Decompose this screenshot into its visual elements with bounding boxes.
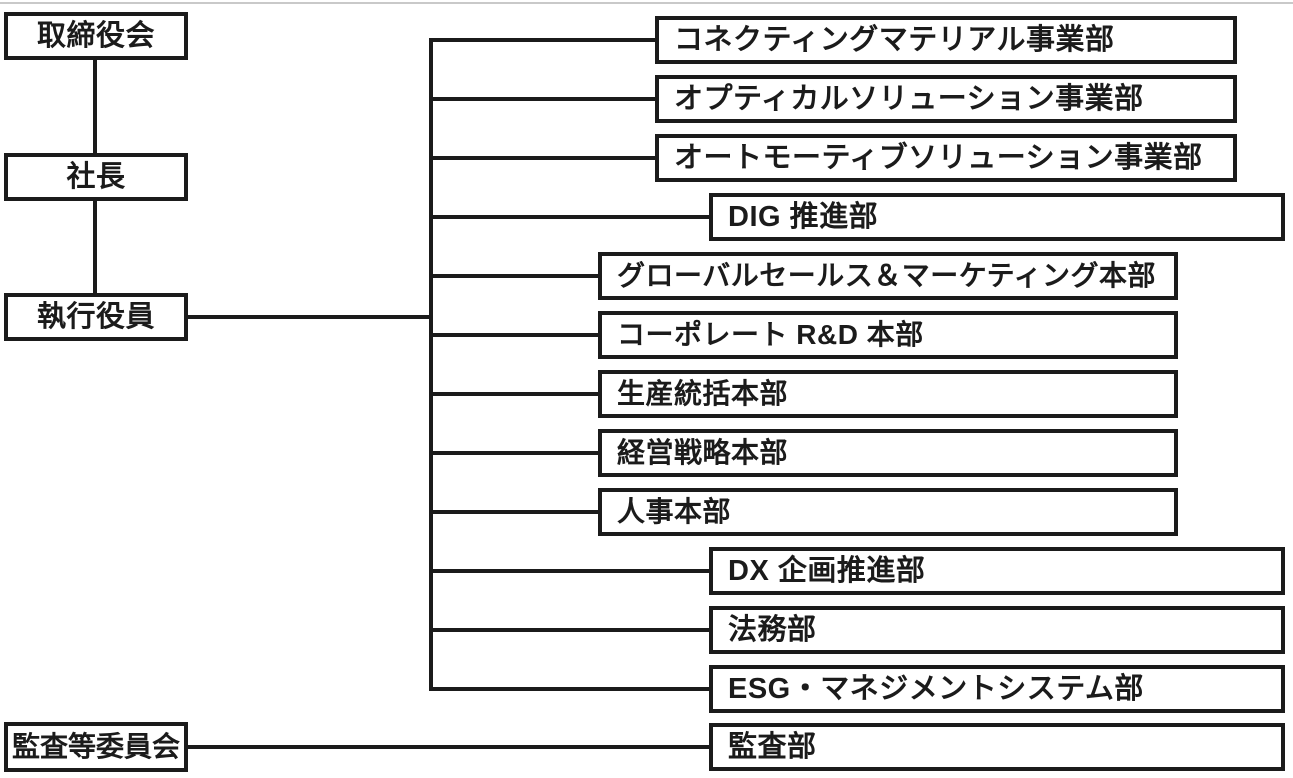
org-box-audit-department: 監査部 — [709, 723, 1285, 771]
org-box-label: コネクティングマテリアル事業部 — [674, 23, 1115, 56]
connector-branch — [429, 156, 659, 160]
org-box-department: DIG 推進部 — [709, 193, 1285, 241]
org-box-label: 監査部 — [728, 730, 817, 763]
org-box-label: DX 企画推進部 — [728, 554, 926, 587]
org-box-label: 取締役会 — [36, 19, 155, 52]
org-box-label: 法務部 — [728, 613, 817, 646]
connector-exec-trunk — [184, 315, 433, 319]
org-box-label: 人事本部 — [617, 496, 732, 527]
top-divider — [0, 2, 1293, 4]
org-box-label: コーポレート R&D 本部 — [617, 319, 924, 350]
org-box-department: DX 企画推進部 — [709, 547, 1285, 595]
org-box-department: オートモーティブソリューション事業部 — [655, 134, 1237, 182]
org-box-label: 執行役員 — [36, 300, 155, 333]
org-box-department: 法務部 — [709, 606, 1285, 654]
connector-branch — [429, 628, 713, 632]
connector-branch — [429, 333, 602, 337]
connector-branch — [429, 569, 713, 573]
org-box-label: オートモーティブソリューション事業部 — [674, 141, 1203, 174]
connector-board-president — [93, 58, 97, 155]
org-box-department: 経営戦略本部 — [598, 429, 1178, 477]
org-box-president: 社長 — [4, 153, 188, 201]
connector-branch — [429, 392, 602, 396]
connector-branch — [429, 97, 659, 101]
org-box-department: 生産統括本部 — [598, 370, 1178, 418]
connector-branch — [429, 451, 602, 455]
connector-trunk — [429, 38, 433, 691]
connector-branch — [429, 274, 602, 278]
org-box-department: グローバルセールス＆マーケティング本部 — [598, 252, 1178, 300]
org-box-department: コネクティングマテリアル事業部 — [655, 16, 1237, 64]
org-box-label: ESG・マネジメントシステム部 — [728, 672, 1144, 705]
org-box-board-of-directors: 取締役会 — [4, 12, 188, 60]
org-box-department: 人事本部 — [598, 488, 1178, 536]
connector-branch — [429, 510, 602, 514]
org-box-department: オプティカルソリューション事業部 — [655, 75, 1237, 123]
org-box-label: グローバルセールス＆マーケティング本部 — [617, 260, 1156, 291]
org-box-label: DIG 推進部 — [728, 200, 879, 233]
org-box-department: ESG・マネジメントシステム部 — [709, 665, 1285, 713]
org-box-audit-committee: 監査等委員会 — [4, 722, 188, 772]
org-box-label: オプティカルソリューション事業部 — [674, 82, 1144, 115]
org-box-executive-officers: 執行役員 — [4, 293, 188, 341]
connector-audit-committee-department — [184, 745, 713, 749]
connector-branch — [429, 38, 659, 42]
org-box-label: 監査等委員会 — [11, 731, 180, 762]
org-box-label: 生産統括本部 — [617, 378, 789, 409]
org-box-label: 社長 — [66, 160, 126, 193]
org-box-department: コーポレート R&D 本部 — [598, 311, 1178, 359]
connector-president-exec — [93, 198, 97, 295]
connector-branch — [429, 687, 713, 691]
org-box-label: 経営戦略本部 — [617, 437, 789, 468]
connector-branch — [429, 215, 713, 219]
